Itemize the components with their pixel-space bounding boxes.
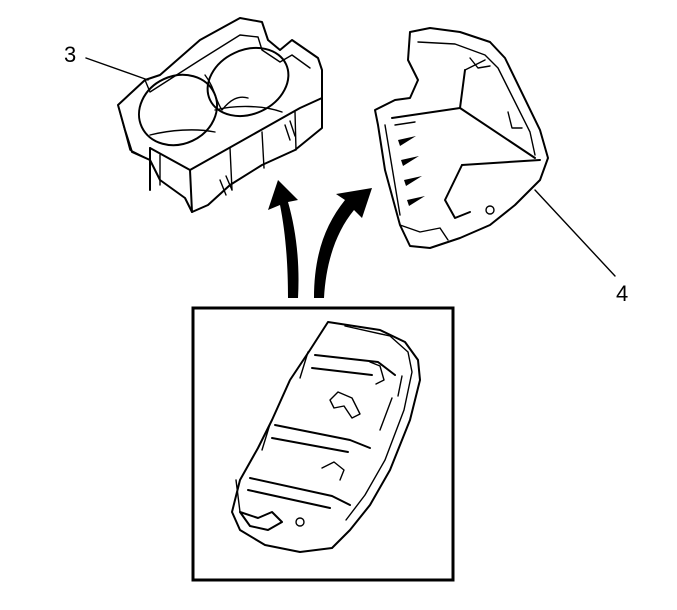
leader-line-3 (85, 57, 149, 81)
housing-part (374, 27, 549, 249)
callout-3-label: 3 (64, 42, 76, 67)
leader-line-4 (534, 189, 616, 277)
assembled-view (231, 321, 421, 553)
cup-holder-part (117, 17, 323, 213)
removal-arrow-left (268, 180, 299, 298)
inset-frame (191, 306, 455, 582)
removal-arrow-right (314, 188, 372, 298)
callout-4-label: 4 (616, 281, 628, 306)
